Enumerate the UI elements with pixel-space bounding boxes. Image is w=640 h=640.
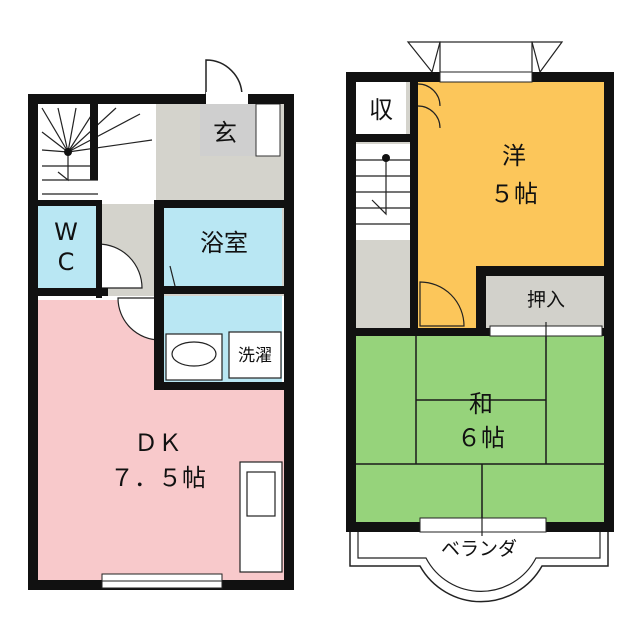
- wc-door: [97, 243, 143, 289]
- wc-label-line1: W: [54, 218, 78, 246]
- western-door: [419, 281, 465, 327]
- oshiire-label: 押入: [527, 289, 565, 311]
- closet-door-arcs: [417, 83, 441, 129]
- washbasin-bowl: [171, 341, 217, 367]
- western-label-line2: ５帖: [490, 180, 538, 208]
- dk-label-line1: ＤＫ: [134, 429, 182, 457]
- oshiire: [488, 276, 604, 328]
- entrance-opening: [206, 94, 248, 104]
- top-window-opening: [439, 71, 533, 83]
- japanese-room: [356, 336, 606, 522]
- upper-stair-lines: [356, 158, 410, 225]
- upper-stair-marker-icon: [382, 154, 390, 162]
- small-closet: [356, 82, 406, 134]
- laundry-label: 洗濯: [238, 346, 272, 366]
- balcony-label: ベランダ: [441, 538, 517, 560]
- bathroom: [164, 206, 282, 288]
- wc: [38, 206, 96, 288]
- balcony-label-bg: [428, 536, 530, 560]
- balcony-window: [419, 517, 547, 533]
- second-floor: 収 洋 ５帖 押入 和 ６帖: [346, 41, 614, 603]
- balcony-outline: [349, 532, 609, 603]
- western-label-line1: 洋: [502, 142, 526, 170]
- western-room: [418, 82, 604, 268]
- shoe-cabinet: [255, 103, 281, 157]
- dk-label-line2: ７．５帖: [110, 464, 206, 492]
- kitchen-sink: [246, 471, 276, 517]
- balcony-inner-outline: [357, 532, 601, 592]
- top-window: [439, 41, 533, 75]
- laundry-space: [228, 331, 282, 379]
- stair-marker-icon: [64, 148, 72, 156]
- entrance-door: [205, 59, 243, 97]
- first-floor: 玄 W C 浴室 洗濯 ＤＫ ７．５帖: [28, 59, 294, 590]
- tatami-lines: [356, 336, 606, 522]
- wc-label-line2: C: [58, 248, 75, 276]
- small-closet-label: 収: [369, 96, 393, 124]
- japanese-label-line1: 和: [469, 390, 493, 418]
- top-window-left-shutter: [406, 41, 441, 74]
- bathroom-label: 浴室: [200, 229, 248, 257]
- genkan: [200, 104, 260, 156]
- top-window-right-shutter: [531, 41, 564, 74]
- genkan-label: 玄: [213, 119, 237, 147]
- dk-room: [38, 300, 162, 582]
- japanese-label-line2: ６帖: [457, 424, 505, 452]
